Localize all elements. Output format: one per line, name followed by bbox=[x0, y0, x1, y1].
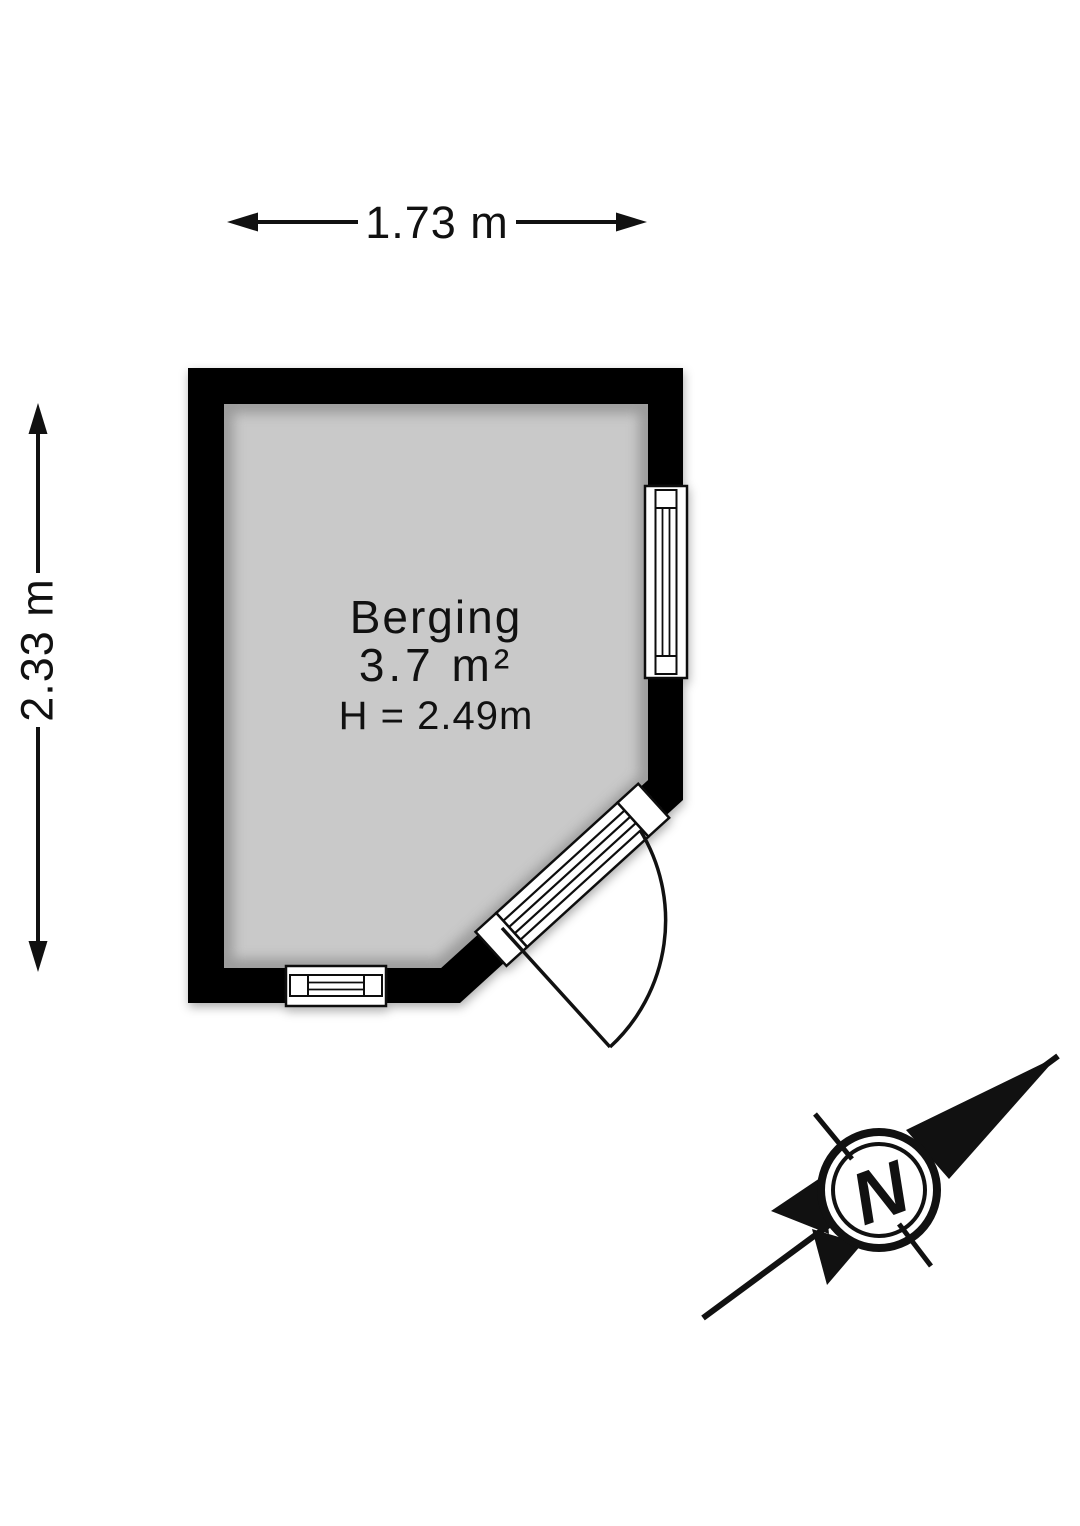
dimension-width-label: 1.73 m bbox=[365, 197, 509, 248]
door-jamb-bottom bbox=[473, 911, 529, 968]
room-label: Berging 3.7 m² H = 2.49m bbox=[339, 591, 534, 738]
window-bottom bbox=[284, 964, 388, 1008]
room-ceiling-height: H = 2.49m bbox=[339, 694, 534, 738]
dimension-height-label: 2.33 m bbox=[12, 578, 63, 722]
door-swing bbox=[500, 829, 668, 1049]
compass-north-icon: N bbox=[701, 1053, 1060, 1321]
compass-ring-outer bbox=[817, 1128, 941, 1252]
door-jamb-top bbox=[615, 782, 671, 839]
dimension-height: 2.33 m bbox=[12, 403, 63, 972]
room-name: Berging bbox=[350, 591, 523, 643]
door bbox=[473, 782, 671, 968]
arrow-right-icon bbox=[616, 212, 647, 232]
arrow-down-icon bbox=[28, 941, 48, 972]
door-leaf bbox=[500, 926, 612, 1049]
dimension-width: 1.73 m bbox=[227, 197, 647, 248]
window-right bbox=[643, 484, 689, 680]
room-plan bbox=[188, 368, 689, 1008]
door-swing-arc bbox=[608, 829, 668, 1049]
arrow-up-icon bbox=[28, 403, 48, 434]
room-area: 3.7 m² bbox=[359, 639, 513, 691]
compass-point-west bbox=[771, 1176, 829, 1234]
room-floor bbox=[224, 404, 648, 968]
arrow-left-icon bbox=[227, 212, 258, 232]
compass-needle-north bbox=[906, 1056, 1058, 1179]
compass-ring-inner bbox=[831, 1142, 927, 1238]
